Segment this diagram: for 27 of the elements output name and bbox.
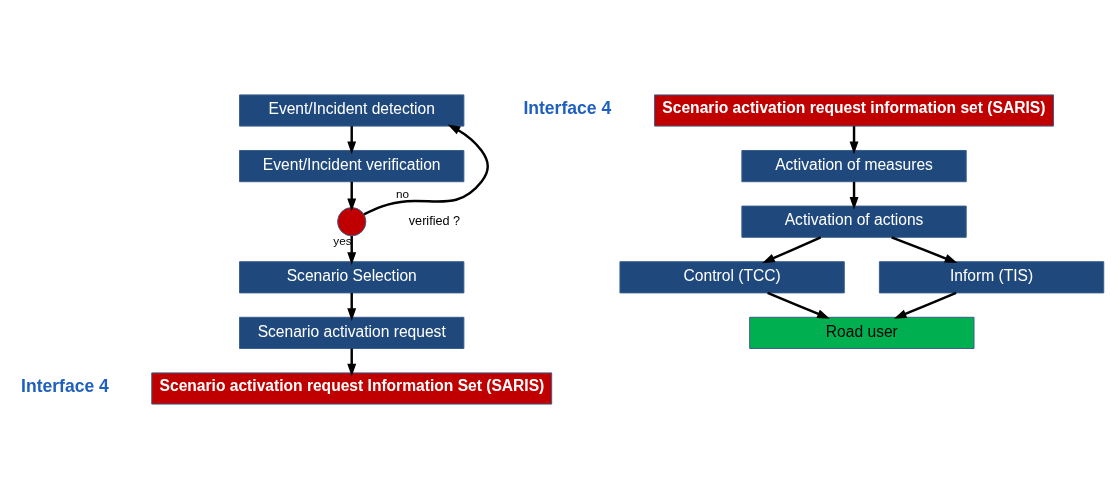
node-label: Interface 4 [523,97,612,118]
node-box: Scenario activation request [239,316,465,349]
arrow [893,291,957,319]
node-box: Event/Incident detection [239,93,465,127]
edge-label: yes [333,233,352,247]
node-box: Scenario Selection [239,260,465,293]
node-label: verified ? [408,213,461,228]
node-box: Activation of actions [741,205,967,238]
node-box: Inform (TIS) [878,260,1105,293]
node-box: Activation of measures [741,149,967,182]
arrow [891,235,958,263]
node-box: Event/Incident verification [239,149,465,182]
arrow [767,291,830,319]
arrow [347,348,357,377]
node-circle [337,206,367,236]
edge-label: no [396,186,410,200]
arrow [347,292,357,321]
arrow [363,123,489,215]
arrow [762,235,822,263]
arrow [347,235,357,265]
node-box: Road user [749,316,975,349]
node-box: Scenario activation request Information Set (SARIS) [151,371,553,405]
node-box: Scenario activation request information set (SARIS) [654,93,1054,127]
arrow [347,125,357,154]
arrow [347,181,357,211]
node-label: Interface 4 [21,375,109,396]
node-box: Control (TCC) [619,260,845,293]
